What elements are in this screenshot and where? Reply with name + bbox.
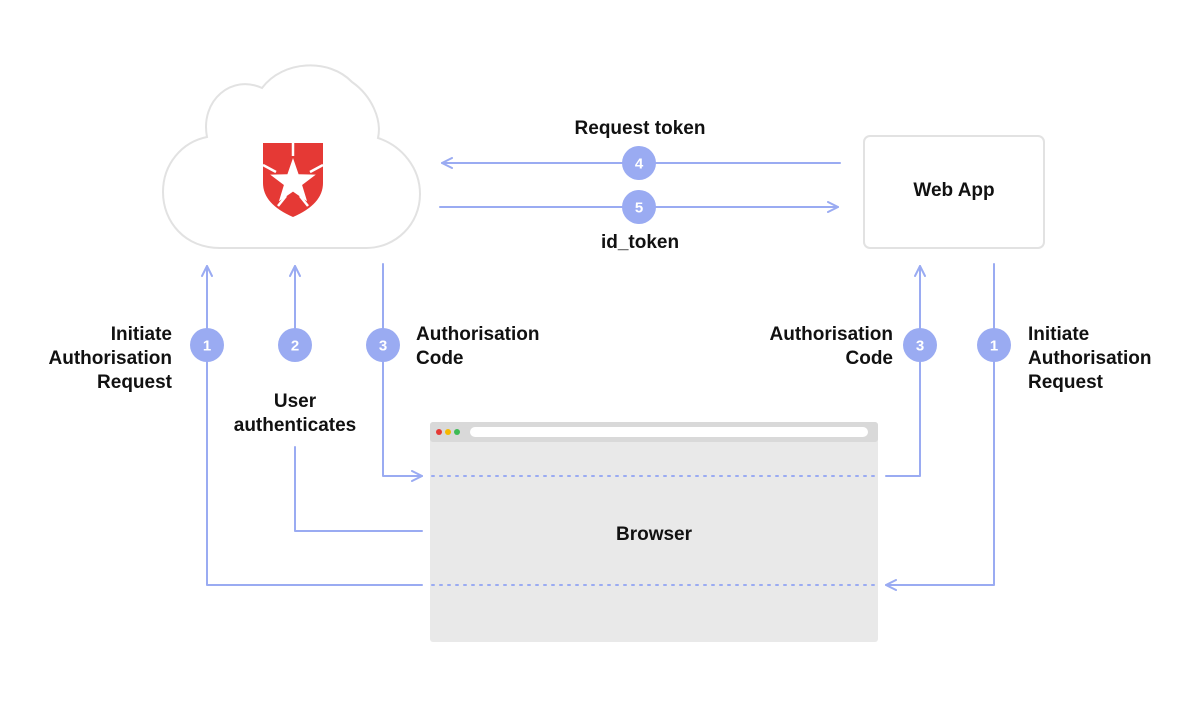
svg-text:1: 1: [990, 338, 998, 355]
connector-initiate-left: [201, 265, 423, 586]
initiate-right-label: Initiate Authorisation Request: [1028, 324, 1152, 393]
auth-code-right-label: Authorisation Code: [769, 324, 894, 369]
user-authenticates-label: User authenticates: [233, 391, 357, 436]
svg-text:4: 4: [635, 156, 644, 173]
shield-star-icon: [262, 143, 324, 217]
step-badge-3-left: 3: [366, 328, 400, 362]
id-token-label: id_token: [600, 232, 680, 253]
request-token-label: Request token: [574, 118, 706, 139]
step-badge-1-left: 1: [190, 328, 224, 362]
svg-text:1: 1: [203, 338, 211, 355]
web-app-label: Web App: [913, 180, 995, 201]
step-badge-1-right: 1: [977, 328, 1011, 362]
svg-text:3: 3: [916, 338, 924, 355]
step-badge-4: 4: [622, 146, 656, 180]
minimize-dot-icon: [445, 429, 451, 435]
svg-text:2: 2: [291, 338, 299, 355]
connector-initiate-right: [885, 263, 995, 591]
svg-text:3: 3: [379, 338, 387, 355]
connector-auth-code-right: [885, 265, 926, 477]
maximize-dot-icon: [454, 429, 460, 435]
close-dot-icon: [436, 429, 442, 435]
auth-code-left-label: Authorisation Code: [416, 324, 540, 369]
step-badge-2: 2: [278, 328, 312, 362]
step-badge-3-right: 3: [903, 328, 937, 362]
step-badge-5: 5: [622, 190, 656, 224]
browser-label: Browser: [615, 524, 693, 545]
initiate-left-label: Initiate Authorisation Request: [48, 324, 173, 393]
web-app-box: [863, 135, 1045, 249]
connector-user-auth-lower: [294, 446, 423, 532]
svg-text:5: 5: [635, 200, 643, 217]
browser-window: [430, 422, 878, 642]
